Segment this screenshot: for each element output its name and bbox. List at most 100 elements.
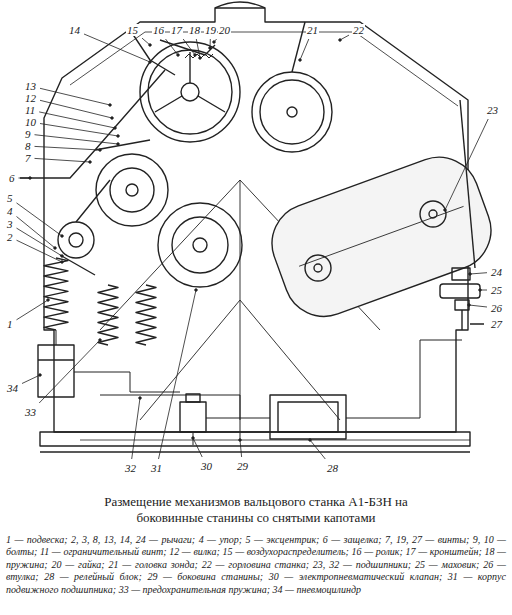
leader-line	[22, 375, 40, 384]
leader-line	[35, 158, 91, 162]
leader-dot	[149, 61, 152, 64]
callout-number: 3	[6, 218, 14, 230]
leader-dot	[111, 117, 114, 120]
callout-number: 20	[218, 24, 231, 36]
figure-caption: 1 — подвеска; 2, 3, 8, 13, 14, 24 — рыча…	[6, 534, 506, 596]
callout-number: 2	[6, 231, 14, 243]
leader-dot	[117, 143, 120, 146]
leader-line	[310, 440, 325, 459]
figure-title: Размещение механизмов вальцового станка …	[70, 494, 442, 526]
leader-dot	[299, 59, 302, 62]
callout-number: 16	[152, 24, 165, 36]
base-frame	[40, 432, 470, 446]
leader-dot	[47, 299, 50, 302]
leader-line	[240, 440, 242, 457]
callout-number: 29	[236, 460, 249, 472]
callout-number: 12	[24, 92, 37, 104]
leader-dot	[194, 54, 197, 57]
callout-number: 17	[170, 24, 183, 36]
callout-number: 21	[306, 24, 319, 36]
callout-number: 23	[486, 104, 499, 116]
leader-line	[445, 119, 488, 210]
callout-number: 24	[490, 266, 503, 278]
probe-head	[252, 72, 332, 152]
leader-line	[159, 290, 197, 459]
spring	[44, 258, 68, 330]
leader-line	[470, 273, 487, 274]
hopper-neck	[215, 2, 265, 8]
leader-line	[193, 438, 202, 457]
leader-line	[39, 340, 100, 403]
leader-line	[40, 124, 118, 137]
leader-line	[132, 398, 140, 459]
leader-dot	[192, 437, 195, 440]
leader-dot	[99, 149, 102, 152]
spring	[98, 285, 118, 345]
leader-line	[35, 146, 101, 150]
leader-dot	[109, 104, 112, 107]
leader-line	[19, 178, 31, 179]
leader-dot	[195, 289, 198, 292]
leader-dot	[444, 209, 447, 212]
spring	[136, 285, 156, 345]
callout-number: 30	[200, 460, 213, 472]
leader-line	[17, 203, 63, 236]
leader-line	[17, 300, 49, 320]
callout-number: 34	[6, 382, 19, 394]
flywheel	[140, 42, 240, 142]
eccentric	[58, 222, 94, 258]
callout-number: 27	[490, 318, 503, 330]
callout-number: 26	[490, 302, 503, 314]
pneumocylinder	[38, 345, 74, 397]
leader-line	[17, 228, 63, 256]
leader-line	[84, 34, 150, 62]
leader-dot	[39, 374, 42, 377]
leader-dot	[239, 439, 242, 442]
leader-dot	[149, 44, 152, 47]
callout-number: 32	[124, 462, 137, 474]
leader-line	[300, 39, 309, 60]
leader-dot	[99, 339, 102, 342]
leader-dot	[177, 54, 180, 57]
callout-number: 15	[126, 24, 139, 36]
leader-line	[196, 39, 200, 58]
leader-dot	[199, 57, 202, 60]
valve	[180, 402, 206, 432]
spring-bracket	[160, 40, 215, 55]
leader-dot	[61, 255, 64, 258]
callout-number: 18	[188, 24, 201, 36]
leader-dot	[479, 289, 482, 292]
callout-number: 7	[24, 152, 32, 164]
leader-line	[469, 305, 487, 307]
leader-dot	[309, 439, 312, 442]
callout-number: 11	[24, 104, 36, 116]
leader-line	[183, 39, 195, 55]
leader-dot	[61, 235, 64, 238]
leader-dot	[89, 161, 92, 164]
callout-number: 25	[490, 284, 503, 296]
leader-dot	[114, 127, 117, 130]
callout-number: 10	[24, 116, 37, 128]
leader-dot	[339, 39, 342, 42]
callout-number: 28	[326, 462, 339, 474]
leader-dot	[213, 41, 216, 44]
leader-line	[35, 135, 119, 144]
callout-number: 22	[352, 24, 365, 36]
callout-number: 31	[150, 462, 163, 474]
handwheel	[440, 284, 480, 298]
relay-block	[270, 395, 346, 439]
callout-number: 5	[6, 192, 14, 204]
leader-dot	[54, 247, 57, 250]
leader-line	[17, 240, 63, 262]
callout-number: 13	[24, 80, 37, 92]
callout-number: 1	[6, 318, 14, 330]
leader-dot	[29, 177, 32, 180]
callout-number: 6	[8, 172, 16, 184]
callout-number: 14	[68, 24, 81, 36]
callout-number: 8	[24, 140, 32, 152]
leader-dot	[209, 47, 212, 50]
leader-dot	[468, 304, 471, 307]
callout-number: 4	[6, 205, 14, 217]
leader-dot	[117, 135, 120, 138]
callout-number: 9	[24, 128, 32, 140]
